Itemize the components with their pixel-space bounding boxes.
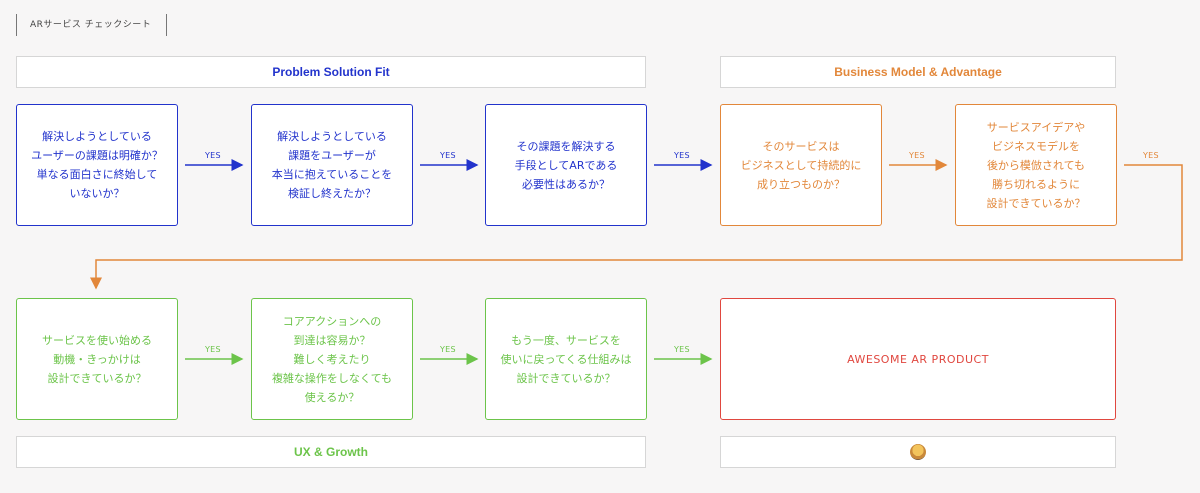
step-retention-mechanism: もう一度、サービスを 使いに戻ってくる仕組みは 設計できているか？ xyxy=(485,298,647,420)
step-user-problem-clarity: 解決しようとしている ユーザーの課題は明確か？ 単なる面白さに終始して いないか… xyxy=(16,104,178,226)
yes-label: YES xyxy=(674,345,690,354)
yes-label: YES xyxy=(440,345,456,354)
step-business-sustainability: そのサービスは ビジネスとして持続的に 成り立つものか？ xyxy=(720,104,882,226)
yes-label: YES xyxy=(440,151,456,160)
yes-label: YES xyxy=(1143,151,1159,160)
header-business-model: Business Model & Advantage xyxy=(720,56,1116,88)
sheet-title-tag: ARサービス チェックシート xyxy=(16,14,167,36)
yes-label: YES xyxy=(205,345,221,354)
step-ar-necessity: その課題を解決する 手段としてARである 必要性はあるか？ xyxy=(485,104,647,226)
step-core-action-ease: コアアクションへの 到達は容易か？ 難しく考えたり 複雑な操作をしなくても 使え… xyxy=(251,298,413,420)
header-ux-growth: UX & Growth xyxy=(16,436,646,468)
awesome-ar-product-box: AWESOME AR PRODUCT xyxy=(720,298,1116,420)
yes-label: YES xyxy=(205,151,221,160)
smile-emoji-icon xyxy=(910,444,926,460)
arrow-wrap xyxy=(90,164,1183,290)
step-motivation-design: サービスを使い始める 動機・きっかけは 設計できているか？ xyxy=(16,298,178,420)
yes-label: YES xyxy=(909,151,925,160)
header-problem-solution-fit: Problem Solution Fit xyxy=(16,56,646,88)
footer-emoji-box xyxy=(720,436,1116,468)
step-problem-validation: 解決しようとしている 課題をユーザーが 本当に抱えていることを 検証し終えたか？ xyxy=(251,104,413,226)
step-competitive-advantage: サービスアイデアや ビジネスモデルを 後から模倣されても 勝ち切れるように 設計… xyxy=(955,104,1117,226)
yes-label: YES xyxy=(674,151,690,160)
